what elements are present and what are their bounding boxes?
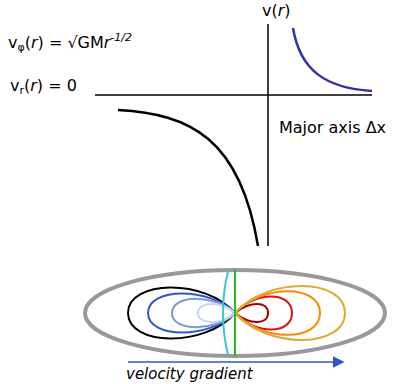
label-text: Major axis Δx — [279, 118, 386, 137]
label-text: φ — [17, 41, 24, 54]
label-text: v — [8, 33, 17, 52]
label-text: r — [19, 84, 24, 97]
label-text: ( — [24, 76, 30, 95]
text-line: vφ(r) = √GMr-1/2 — [8, 28, 132, 58]
velocity-contours — [128, 270, 345, 356]
text-line: vr(r) = 0 — [10, 76, 77, 101]
label-text: ) = √GM — [38, 33, 104, 52]
label-text: r — [31, 33, 38, 52]
label-text: r — [104, 33, 111, 52]
label-text: r — [278, 1, 285, 20]
gradient-arrow — [128, 361, 343, 363]
vertical-axis — [267, 24, 269, 246]
positive-velocity-curve — [293, 28, 372, 91]
text-line: Major axis Δx — [279, 118, 386, 138]
label-text: ) = 0 — [37, 76, 77, 95]
label-text: -1/2 — [110, 31, 132, 44]
disk-ellipse — [85, 270, 385, 356]
negative-velocity-curve — [118, 110, 258, 246]
label-text: v — [10, 76, 19, 95]
text-line: v(r) — [262, 1, 291, 21]
horizontal-axis — [95, 94, 372, 96]
label-text: ) — [284, 1, 290, 20]
label-text: r — [30, 76, 37, 95]
label-text: v( — [262, 1, 278, 20]
label-text: ( — [25, 33, 31, 52]
text-line: velocity gradient — [126, 364, 253, 384]
label-text: velocity gradient — [126, 365, 253, 383]
